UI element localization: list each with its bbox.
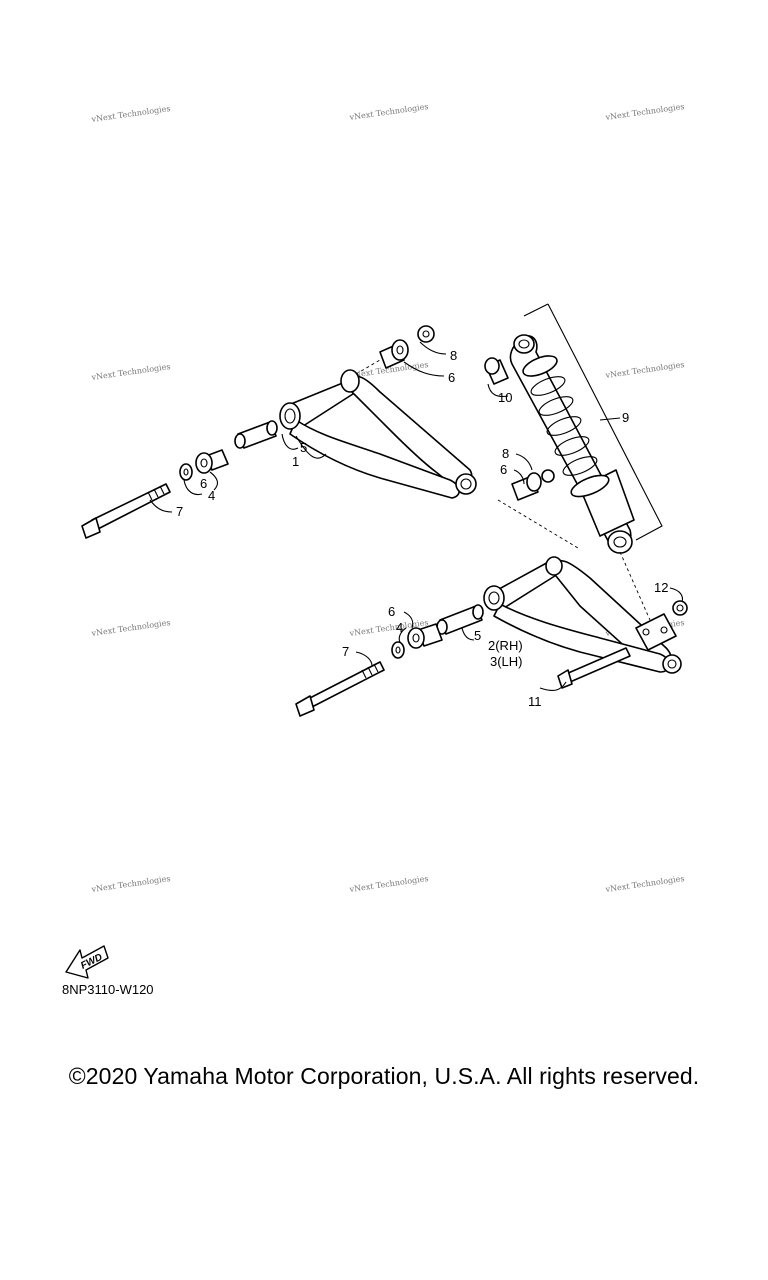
watermark: vNext Technologies (604, 360, 685, 380)
callout-3-lh: 3(LH) (490, 654, 523, 669)
svg-text:vNext Technologies: vNext Technologies (348, 102, 429, 122)
bolt-lower (295, 661, 385, 717)
nut-upper (417, 325, 435, 343)
svg-text:vNext Technologies: vNext Technologies (90, 104, 171, 124)
nut-12 (672, 600, 688, 616)
watermark: vNext Technologies (90, 104, 171, 124)
callout-11: 11 (528, 694, 542, 709)
shock-bushing (484, 357, 509, 385)
watermark: vNext Technologies (90, 362, 171, 382)
fwd-arrow-icon: FWD (65, 945, 109, 979)
callout-7-lower: 7 (342, 644, 349, 659)
callout-2-rh: 2(RH) (488, 638, 523, 653)
callout-1: 1 (292, 454, 299, 469)
watermark: vNext Technologies (90, 618, 171, 638)
collar-upper-left (195, 449, 229, 474)
copyright-notice: ©2020 Yamaha Motor Corporation, U.S.A. A… (68, 1063, 700, 1089)
callout-8-shock: 8 (502, 446, 509, 461)
svg-text:vNext Technologies: vNext Technologies (348, 874, 429, 894)
callout-6-lower: 6 (388, 604, 395, 619)
callout-4-upper: 4 (208, 488, 215, 503)
callout-6-upper-left: 6 (200, 476, 207, 491)
bolt-upper (81, 483, 171, 539)
callout-7-upper: 7 (176, 504, 183, 519)
watermark: vNext Technologies (348, 874, 429, 894)
callout-10: 10 (498, 390, 512, 405)
watermark: vNext Technologies (604, 874, 685, 894)
lower-a-arm (483, 556, 682, 674)
callout-6-upper-right: 6 (448, 370, 455, 385)
collar-lower (407, 623, 443, 649)
watermark: vNext Technologies (90, 874, 171, 894)
diagram-code: 8NP3110-W120 (62, 982, 154, 997)
callout-5-upper: 5 (300, 440, 307, 455)
nut-shock (541, 469, 555, 483)
bolt-11 (557, 647, 631, 689)
svg-text:vNext Technologies: vNext Technologies (604, 360, 685, 380)
svg-text:vNext Technologies: vNext Technologies (90, 874, 171, 894)
callout-12: 12 (654, 580, 668, 595)
bushing-upper (234, 420, 278, 449)
callout-9: 9 (622, 410, 629, 425)
upper-a-arm (279, 359, 477, 499)
callout-6-shock: 6 (500, 462, 507, 477)
washer-upper (179, 463, 193, 481)
callout-8-upper: 8 (450, 348, 457, 363)
callout-labels: 1 5 6 4 7 8 6 10 9 8 6 12 6 4 7 5 2(RH) … (176, 348, 668, 709)
svg-text:vNext Technologies: vNext Technologies (604, 102, 685, 122)
callout-4-lower: 4 (396, 620, 403, 635)
svg-text:vNext Technologies: vNext Technologies (90, 362, 171, 382)
collar-upper-right (379, 339, 409, 369)
washer-lower (391, 641, 405, 659)
watermark: vNext Technologies (604, 102, 685, 122)
callout-5-lower: 5 (474, 628, 481, 643)
leader-lines (149, 341, 684, 692)
watermark: vNext Technologies (348, 102, 429, 122)
fwd-label: FWD (79, 952, 104, 972)
collar-shock (511, 472, 542, 501)
svg-text:vNext Technologies: vNext Technologies (604, 874, 685, 894)
svg-text:vNext Technologies: vNext Technologies (90, 618, 171, 638)
shock-absorber (509, 303, 663, 554)
